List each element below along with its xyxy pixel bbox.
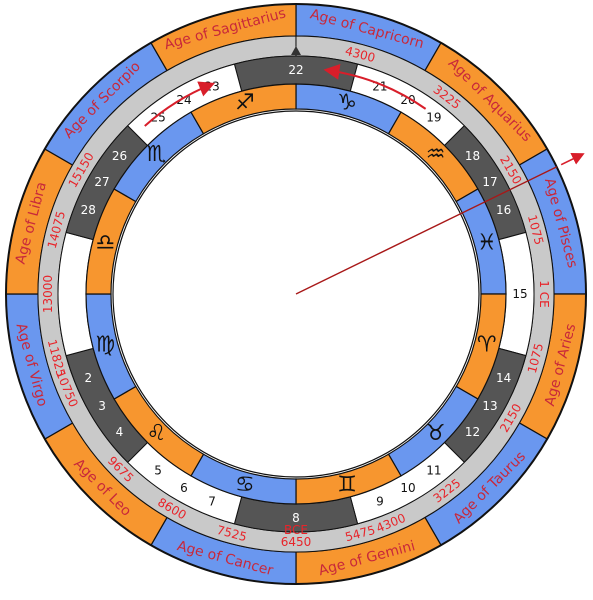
rings-layer — [5, 3, 587, 585]
axis-line — [295, 166, 557, 295]
pisces-icon: ♓ — [477, 230, 497, 255]
aries-icon: ♈ — [477, 333, 497, 358]
house-number: 9 — [376, 495, 384, 509]
house-number: 13 — [482, 399, 497, 413]
year-label: 1 CE — [537, 280, 551, 307]
leo-icon: ♌ — [146, 421, 166, 446]
capricorn-icon: ♑ — [337, 91, 357, 116]
year-label: 13000 — [41, 275, 55, 313]
house-number: 2 — [84, 371, 92, 385]
wheel-border — [5, 3, 587, 585]
bce-label: BCE — [284, 523, 308, 537]
house-number: 7 — [208, 495, 216, 509]
house-number: 12 — [465, 425, 480, 439]
house-number: 11 — [426, 464, 441, 478]
house-number: 3 — [98, 399, 106, 413]
house-number: 19 — [426, 110, 441, 124]
sign-sector-sagittarius — [190, 83, 297, 135]
year-label: 6450 — [281, 535, 312, 549]
precession-arrow-left — [144, 81, 216, 127]
axis-arrow — [560, 153, 585, 166]
house-number: 10 — [400, 481, 415, 495]
house-number: 4 — [116, 425, 124, 439]
libra-icon: ♎ — [95, 230, 115, 255]
house-number: 14 — [496, 371, 511, 385]
house-number: 16 — [496, 203, 511, 217]
house-number: 18 — [465, 149, 480, 163]
precession-arrow-upper — [323, 63, 427, 110]
house-number: 22 — [288, 63, 303, 77]
sagittarius-icon: ♐ — [235, 91, 255, 116]
house-number: 15 — [512, 287, 527, 301]
scorpio-icon: ♏ — [146, 142, 166, 167]
house-number: 6 — [180, 481, 188, 495]
house-number: 26 — [112, 149, 127, 163]
house-number: 28 — [81, 203, 96, 217]
house-number: 25 — [150, 110, 165, 124]
gemini-icon: ♊ — [337, 472, 357, 497]
virgo-icon: ♍ — [95, 333, 115, 358]
pointer-triangle — [291, 46, 301, 55]
decor-layer — [144, 46, 585, 295]
house-number: 5 — [154, 464, 162, 478]
aquarius-icon: ♒ — [426, 142, 446, 167]
taurus-icon: ♉ — [426, 421, 446, 446]
cancer-icon: ♋ — [235, 472, 255, 497]
house-number: 8 — [292, 511, 300, 525]
house-number: 27 — [94, 175, 109, 189]
house-number: 17 — [482, 175, 497, 189]
